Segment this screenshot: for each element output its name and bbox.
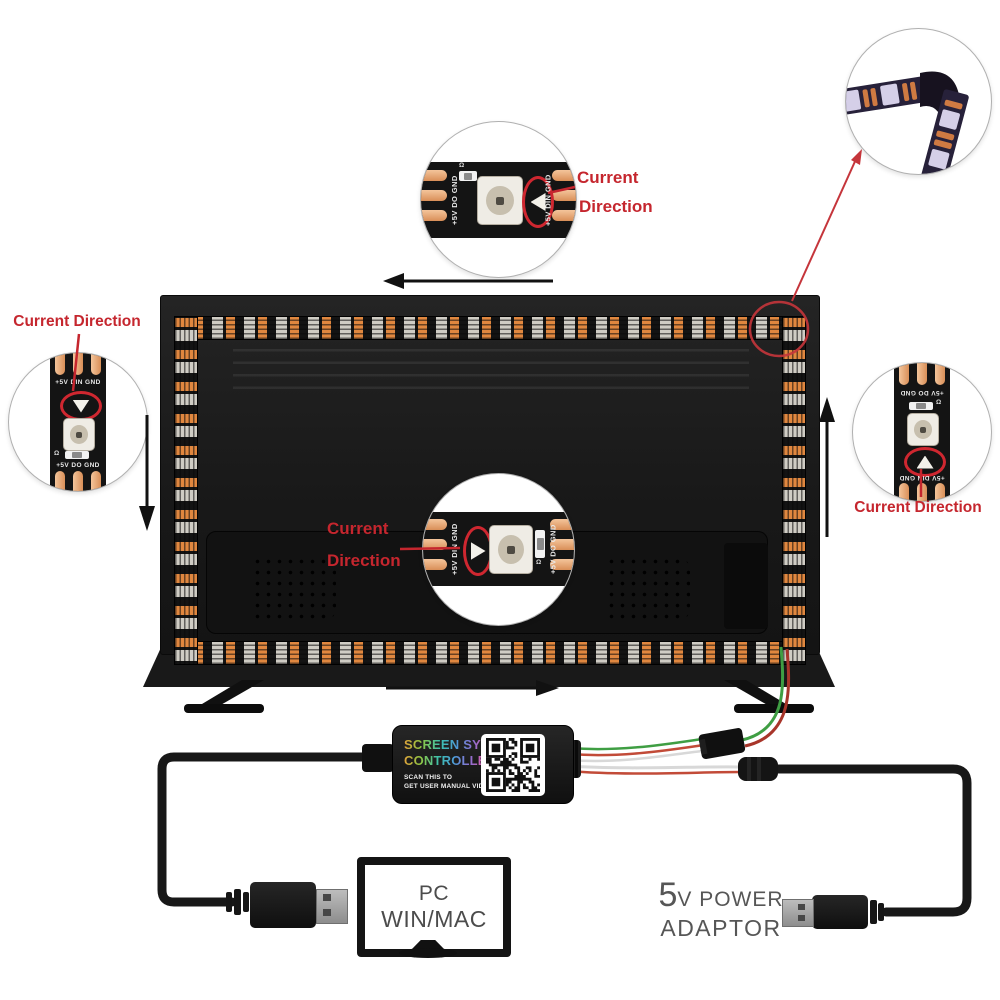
controller-note-line2: GET USER MANUAL VIDEO: [404, 783, 494, 790]
cable-joint: [738, 757, 778, 781]
caption-center-line1: Current: [327, 519, 389, 538]
caption-top-line2: Direction: [579, 197, 653, 216]
monitor-stand-neck: [410, 940, 446, 951]
controller-power-wires: [567, 764, 743, 775]
caption-top-line1: Current: [577, 168, 639, 187]
resistor: [459, 171, 477, 181]
caption-left: Current Direction: [13, 313, 141, 330]
ohm-mark: Ω: [54, 450, 60, 457]
direction-triangle-down: [72, 399, 90, 413]
tv-vent-grooves: [233, 349, 749, 399]
resistor: [535, 530, 545, 558]
ohm-mark: Ω: [536, 559, 542, 566]
callout-right-strip-detail: +5V DO GND Ω +5V DIN GND: [852, 362, 992, 502]
pc-usb-metal: [316, 889, 348, 924]
led-strip-bottom: [176, 641, 804, 665]
direction-marker: [522, 176, 554, 228]
callout-left-strip-detail: +5V DIN GND Ω +5V DO GND: [8, 352, 148, 492]
strain-relief-pc-usb: [226, 889, 249, 915]
screen-sync-controller: SCREEN SYNC CONTROLLER SCAN THIS TO GET …: [392, 725, 574, 804]
jst-connector: [698, 728, 746, 760]
usb-cable-pc: [157, 752, 377, 907]
direction-triangle-right: [470, 542, 486, 560]
qr-code: [481, 734, 545, 796]
pc-usb-plug: [250, 882, 316, 928]
flow-arrow-right-up-icon: [819, 397, 835, 537]
power-usb-plug: [812, 895, 868, 929]
power-rest: V POWER: [677, 888, 784, 911]
pcb-label-top: +5V DO GND: [900, 389, 944, 397]
caption-center-line2: Direction: [327, 551, 401, 570]
caption-right: Current Direction: [854, 499, 982, 516]
callout-center-strip-detail: +5V DIN GND Ω +5V DO GND: [422, 473, 575, 626]
pcb-label-top: +5V DIN GND: [55, 378, 101, 386]
resistor: [909, 402, 933, 410]
led-chip: [63, 418, 95, 451]
direction-triangle-up: [916, 455, 934, 469]
led-chip: [477, 176, 523, 225]
power-line2: ADAPTOR: [660, 915, 782, 942]
pcb-segment-left: +5V DIN GND Ω +5V DO GND: [50, 353, 106, 491]
controller-note-line1: SCAN THIS TO: [404, 774, 453, 781]
power-adaptor-label: 5V POWER ADAPTOR: [648, 876, 794, 942]
pcb-label-bottom: +5V DO GND: [56, 461, 100, 469]
power-digit: 5: [658, 876, 678, 914]
pcb-label-right: +5V DO GND: [548, 524, 558, 574]
led-strip-right: [782, 316, 806, 665]
monitor-stand-base: [399, 948, 457, 958]
flow-arrow-top-left-icon: [383, 273, 553, 289]
direction-marker: [904, 447, 946, 477]
led-strip-left: [174, 316, 198, 665]
pcb-label-right: +5V DIN GND: [543, 174, 553, 226]
pcb-segment-center: +5V DIN GND Ω +5V DO GND: [423, 512, 574, 586]
pcb-label-bottom: +5V DIN GND: [899, 474, 945, 482]
pc-label-line1: PC: [418, 881, 450, 905]
controller-title-line1: SCREEN SYNC: [404, 737, 501, 752]
led-chip: [907, 413, 939, 446]
led-chip: [489, 525, 533, 574]
usb-cable-power: [765, 764, 972, 917]
tv-connector-cover: [724, 543, 768, 629]
led-strip-top: [176, 316, 804, 340]
pcb-label-left: +5V DIN GND: [450, 523, 459, 575]
ohm-mark: Ω: [459, 162, 465, 169]
pc-label-line2: WIN/MAC: [381, 905, 487, 932]
qr-pattern: [486, 738, 540, 792]
direction-marker: [60, 391, 102, 421]
tv-speaker-right: [606, 556, 690, 622]
ohm-mark: Ω: [936, 399, 942, 406]
pcb-segment-top: +5V DO GND Ω +5V DIN GND: [421, 162, 576, 238]
callout-top-strip-detail: +5V DO GND Ω +5V DIN GND: [420, 121, 577, 278]
controller-title-line2: CONTROLLER: [404, 753, 497, 768]
callout-corner-fold: [845, 28, 992, 175]
resistor: [65, 451, 89, 459]
tv-speaker-left: [252, 556, 336, 622]
red-arrowhead-icon: [851, 149, 862, 165]
controller-strip-wires: [569, 737, 705, 763]
controller-input-plug: [362, 744, 394, 772]
bent-strip-photo: [846, 71, 969, 174]
pcb-segment-right: +5V DO GND Ω +5V DIN GND: [894, 363, 950, 501]
